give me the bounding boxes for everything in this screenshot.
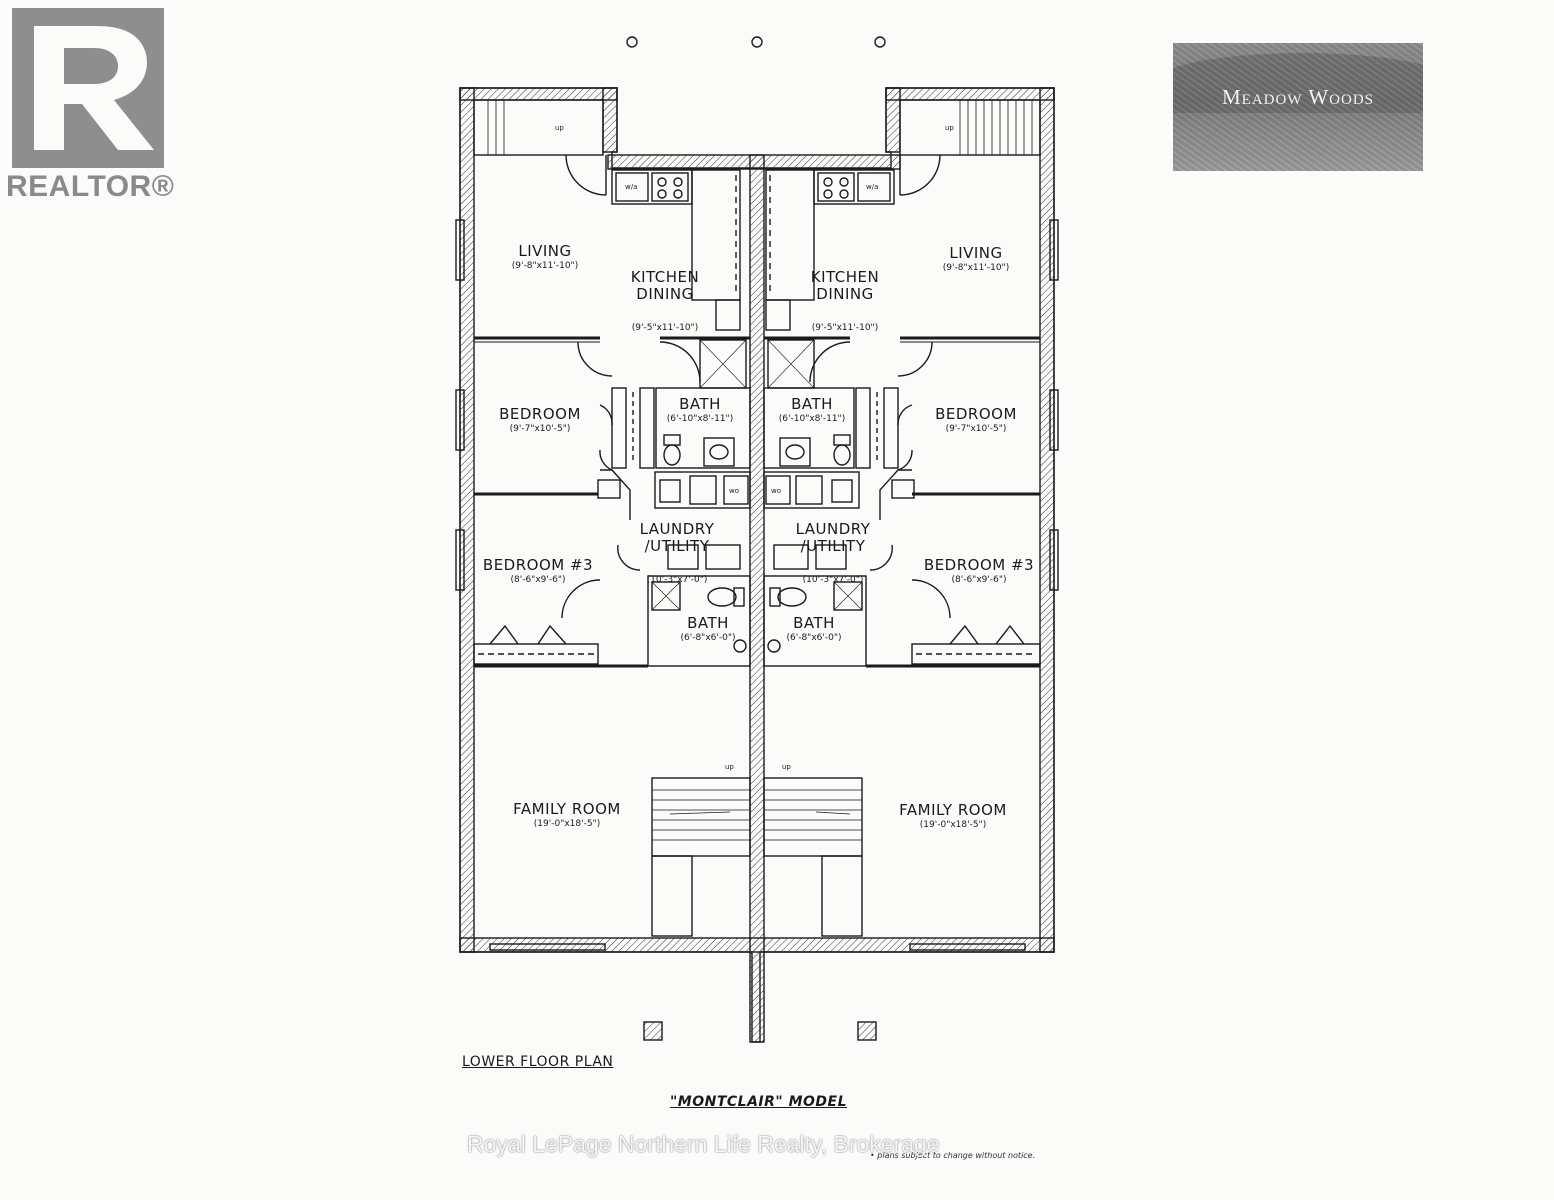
room-dims: (9'-5"x11'-10") <box>811 323 879 333</box>
room-name: KITCHEN DINING <box>630 268 700 303</box>
room-laundry-left: LAUNDRY /UTILITY (10'-3"x7'-0") <box>630 502 724 605</box>
kitchen-wa-right: w/a <box>866 183 879 191</box>
plan-title: LOWER FLOOR PLAN <box>462 1054 614 1070</box>
room-dims: (6'-10"x8'-11") <box>666 414 734 424</box>
room-dims: (9'-8"x11'-10") <box>511 261 579 271</box>
room-bath-left: BATH (6'-10"x8'-11") <box>660 396 740 425</box>
upper-stair-up-label-right: up <box>945 124 954 132</box>
room-name: BEDROOM #3 <box>923 556 1035 574</box>
room-dims: (10'-3"x7'-0") <box>646 575 708 585</box>
room-name: BEDROOM <box>935 405 1017 423</box>
brokerage-watermark: Royal LePage Northern Life Realty, Broke… <box>467 1131 940 1157</box>
laundry-washer-right: wo <box>771 487 782 495</box>
room-name: BATH <box>679 395 721 413</box>
room-dims: (8'-6"x9'-6") <box>951 575 1007 585</box>
room-name: BATH <box>687 614 729 632</box>
room-name: BEDROOM #3 <box>482 556 594 574</box>
model-title: "MONTCLAIR" MODEL <box>670 1094 848 1110</box>
room-name: FAMILY ROOM <box>899 801 1007 819</box>
realtor-logo: REALTOR® <box>0 0 182 210</box>
room-name: LAUNDRY /UTILITY <box>795 520 871 555</box>
room-dims: (19'-0"x18'-5") <box>533 819 601 829</box>
kitchen-wa-left: w/a <box>625 183 638 191</box>
room-name: BATH <box>791 395 833 413</box>
room-name: BATH <box>793 614 835 632</box>
room-bedroom-left: BEDROOM (9'-7"x10'-5") <box>487 406 593 435</box>
room-kitchen-right: KITCHEN DINING (9'-5"x11'-10") <box>790 250 900 353</box>
room-bedroom-right: BEDROOM (9'-7"x10'-5") <box>923 406 1029 435</box>
room-name: LIVING <box>949 244 1003 262</box>
room-name: KITCHEN DINING <box>810 268 880 303</box>
room-bath2-left: BATH (6'-8"x6'-0") <box>672 615 744 644</box>
room-dims: (6'-10"x8'-11") <box>778 414 846 424</box>
room-bath-right: BATH (6'-10"x8'-11") <box>772 396 852 425</box>
room-kitchen-left: KITCHEN DINING (9'-5"x11'-10") <box>610 250 720 353</box>
room-family-right: FAMILY ROOM (19'-0"x18'-5") <box>878 802 1028 831</box>
room-bedroom3-right: BEDROOM #3 (8'-6"x9'-6") <box>918 557 1040 586</box>
family-stair-up-label-right: up <box>782 763 791 771</box>
room-name: FAMILY ROOM <box>513 800 621 818</box>
room-name: BEDROOM <box>499 405 581 423</box>
room-dims: (9'-7"x10'-5") <box>945 424 1007 434</box>
realtor-r-mark <box>12 8 164 168</box>
realtor-wordmark: REALTOR® <box>6 170 175 203</box>
brand-name: Meadow Woods <box>1221 85 1375 109</box>
room-dims: (6'-8"x6'-0") <box>786 633 842 643</box>
upper-stair-up-label-left: up <box>555 124 564 132</box>
meadow-woods-brand-card: Meadow Woods <box>1173 43 1423 171</box>
room-family-left: FAMILY ROOM (19'-0"x18'-5") <box>492 801 642 830</box>
room-living-right: LIVING (9'-8"x11'-10") <box>926 245 1026 274</box>
disclaimer-note: • plans subject to change without notice… <box>870 1151 1036 1160</box>
room-dims: (6'-8"x6'-0") <box>680 633 736 643</box>
room-dims: (19'-0"x18'-5") <box>919 820 987 830</box>
family-stair-up-label-left: up <box>725 763 734 771</box>
laundry-washer-left: wo <box>729 487 740 495</box>
room-dims: (10'-3"x7'-0") <box>802 575 864 585</box>
room-name: LAUNDRY /UTILITY <box>639 520 715 555</box>
room-living-left: LIVING (9'-8"x11'-10") <box>500 243 590 272</box>
room-bedroom3-left: BEDROOM #3 (8'-6"x9'-6") <box>478 557 598 586</box>
room-bath2-right: BATH (6'-8"x6'-0") <box>778 615 850 644</box>
room-dims: (9'-8"x11'-10") <box>942 263 1010 273</box>
room-dims: (8'-6"x9'-6") <box>510 575 566 585</box>
room-name: LIVING <box>518 242 572 260</box>
room-dims: (9'-7"x10'-5") <box>509 424 571 434</box>
room-laundry-right: LAUNDRY /UTILITY (10'-3"x7'-0") <box>786 502 880 605</box>
room-dims: (9'-5"x11'-10") <box>631 323 699 333</box>
